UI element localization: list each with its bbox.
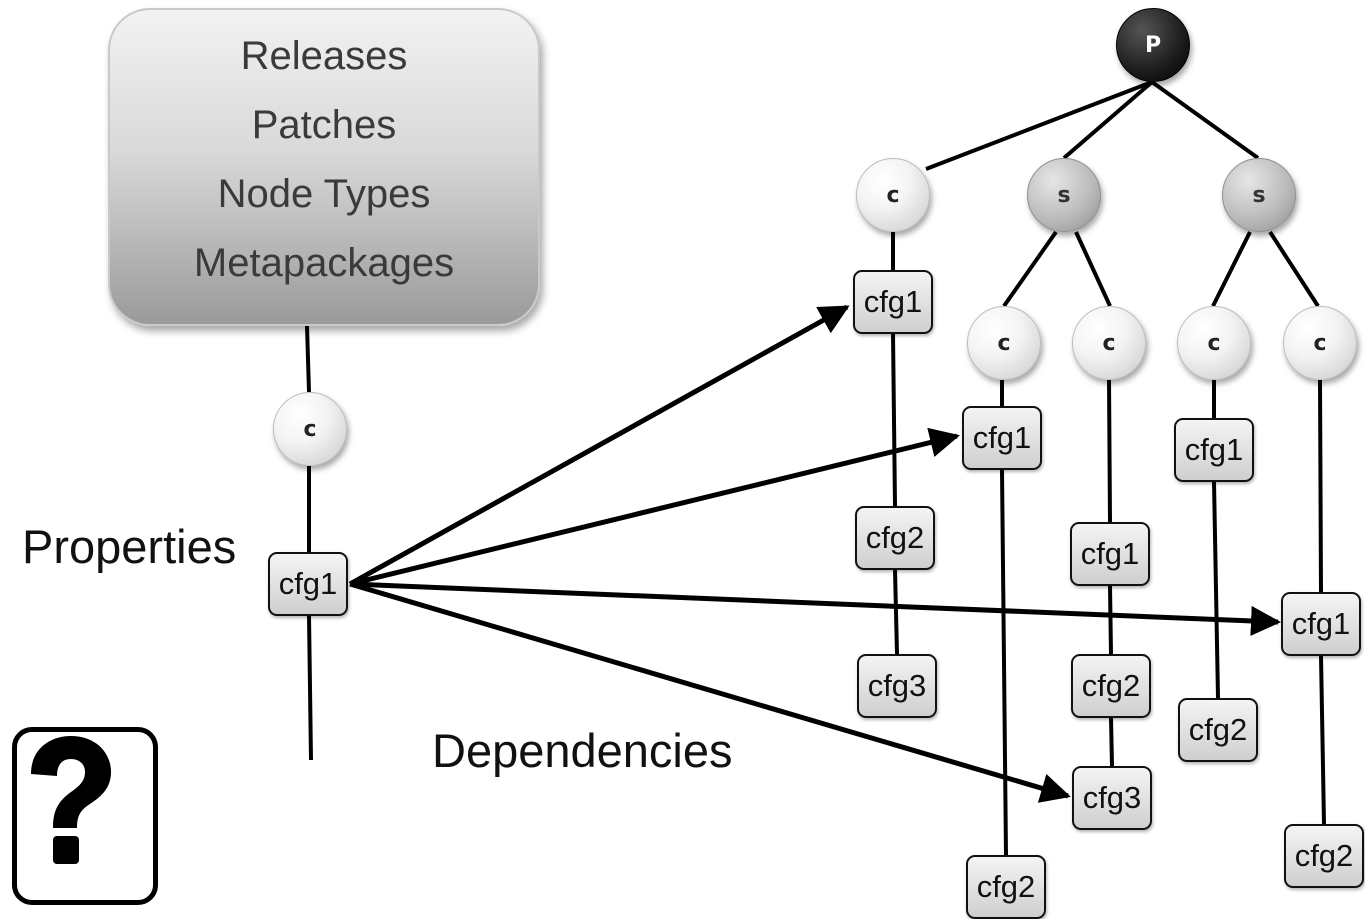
c1-cfg3-node: cfg3 (857, 654, 937, 718)
release-info-box: Releases Patches Node Types Metapackages (108, 8, 540, 326)
properties-label: Properties (22, 520, 237, 573)
c1-node: c (856, 158, 930, 232)
c4-cfg2-node: cfg2 (1178, 698, 1258, 762)
edge-s1-c3 (1074, 231, 1112, 307)
c2-cfg2-node: cfg2 (966, 855, 1046, 919)
edge-c1-cfg2-cfg3 (893, 569, 899, 655)
question-mark-icon (31, 736, 111, 864)
edge-c3-cfg2-cfg3 (1109, 717, 1114, 767)
edge-s2-c4 (1211, 231, 1252, 307)
arrow-to-c3-cfg3 (349, 581, 1071, 803)
help-box[interactable] (12, 727, 158, 905)
edge-c1-cfg1-cfg2 (891, 333, 897, 507)
edge-p-s2 (1150, 80, 1260, 160)
c1-cfg2-node: cfg2 (855, 506, 935, 570)
edge-p-c1 (925, 80, 1153, 171)
edge-c5-cfg1 (1318, 379, 1323, 593)
patches-label: Patches (251, 103, 397, 147)
c4-cfg1-node: cfg1 (1174, 418, 1254, 482)
edge-c2-cfg1-cfg2 (1000, 469, 1008, 856)
c2-node: c (967, 306, 1041, 380)
dependencies-label: Dependencies (432, 724, 733, 777)
edge-c3-cfg1-cfg2 (1108, 585, 1113, 655)
edge-c5-cfg1-cfg2 (1319, 655, 1326, 825)
s2-node: s (1222, 158, 1296, 232)
p-root-node: P (1116, 8, 1190, 82)
c3-cfg3-node: cfg3 (1072, 766, 1152, 830)
c4-node: c (1177, 306, 1251, 380)
c1-cfg1-node: cfg1 (853, 270, 933, 334)
arrow-to-c2-cfg1 (349, 427, 960, 587)
left-cfg1-node: cfg1 (268, 552, 348, 616)
arrow-to-c1-cfg1 (348, 304, 850, 587)
c2-cfg1-node: cfg1 (962, 406, 1042, 470)
c3-cfg2-node: cfg2 (1071, 654, 1151, 718)
c3-node: c (1072, 306, 1146, 380)
edge-s2-c5 (1268, 230, 1320, 308)
tree-edges (891, 80, 1326, 856)
c5-node: c (1283, 306, 1357, 380)
arrow-to-c5-cfg1 (349, 581, 1281, 636)
box-to-c-edge (305, 325, 311, 393)
c3-cfg1-node: cfg1 (1070, 522, 1150, 586)
dependency-arrows (348, 304, 1281, 803)
left-c-node: c (273, 392, 347, 466)
metapackages-label: Metapackages (193, 241, 455, 285)
edge-c4-cfg1-cfg2 (1212, 481, 1220, 699)
edge-c3-cfg1 (1107, 379, 1112, 523)
edge-s1-c2 (1002, 230, 1058, 308)
cfg1-tail-edge (307, 615, 313, 761)
node-types-label: Node Types (217, 172, 431, 216)
left-chain-lines (305, 325, 313, 761)
s1-node: s (1027, 158, 1101, 232)
releases-label: Releases (240, 34, 408, 78)
c5-cfg2-node: cfg2 (1284, 824, 1364, 888)
c5-cfg1-node: cfg1 (1281, 592, 1361, 656)
edge-p-s1 (1062, 80, 1154, 160)
